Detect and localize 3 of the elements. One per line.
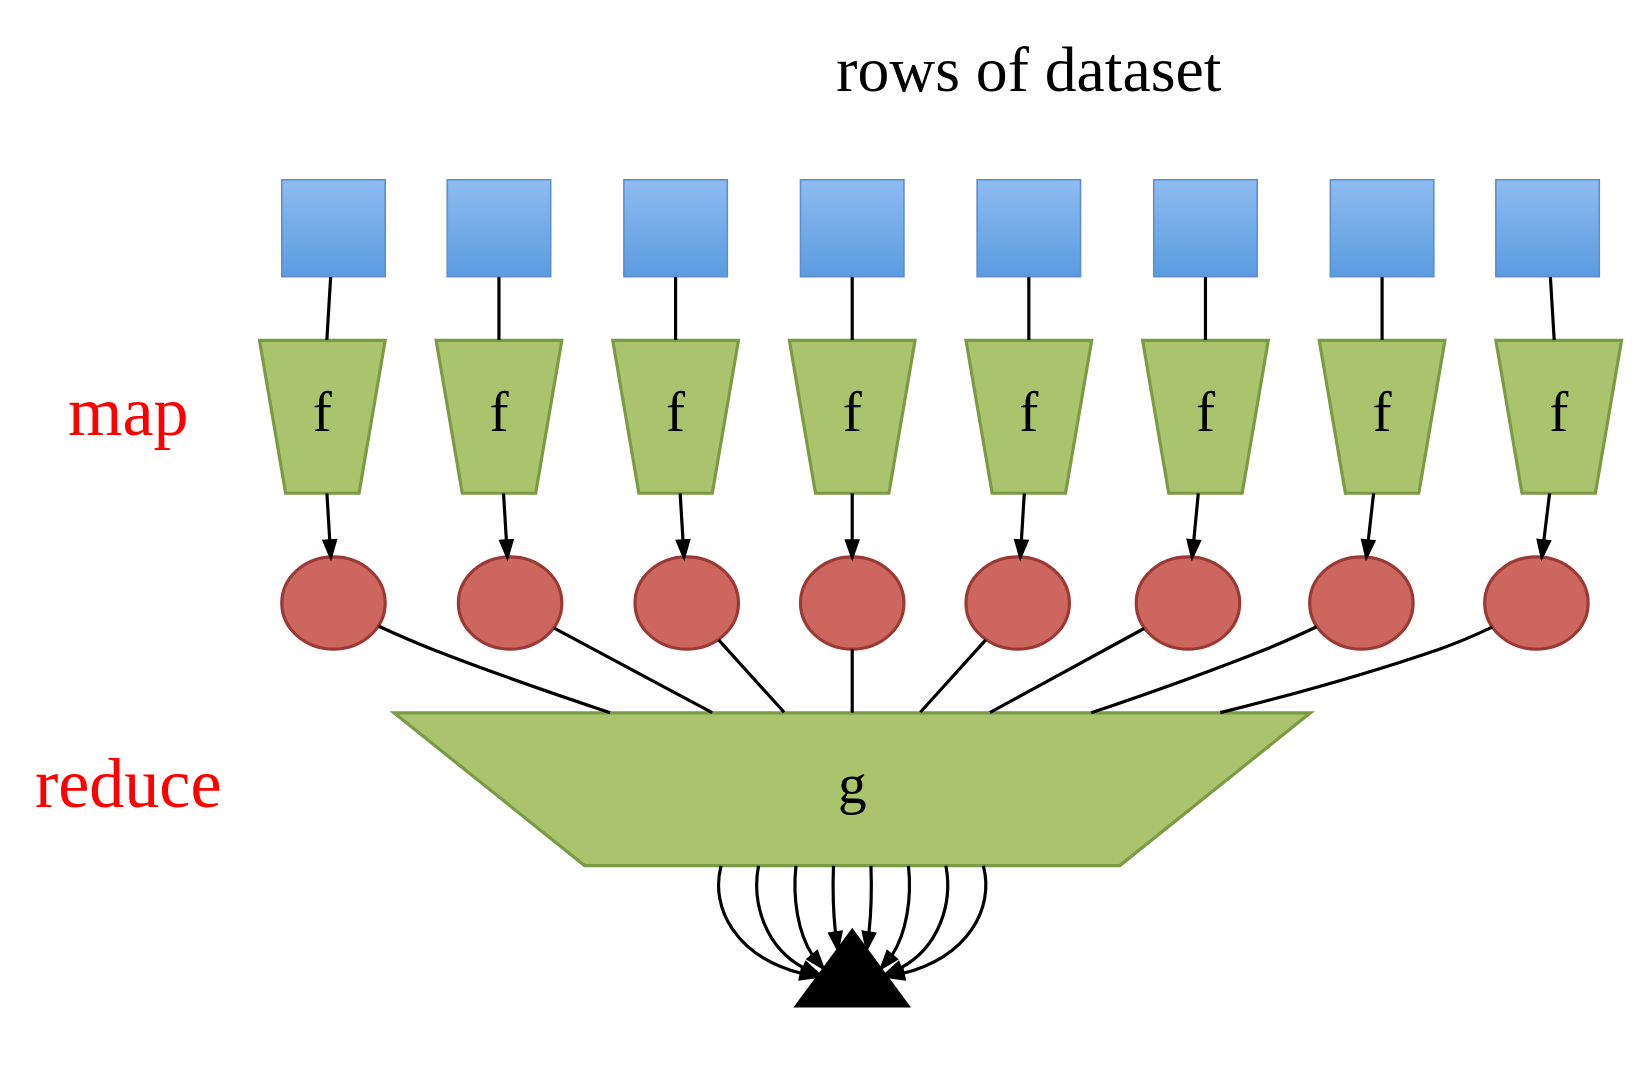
- label: map: [67, 372, 189, 450]
- label: reduce: [34, 744, 222, 822]
- label: rows of dataset: [836, 33, 1222, 105]
